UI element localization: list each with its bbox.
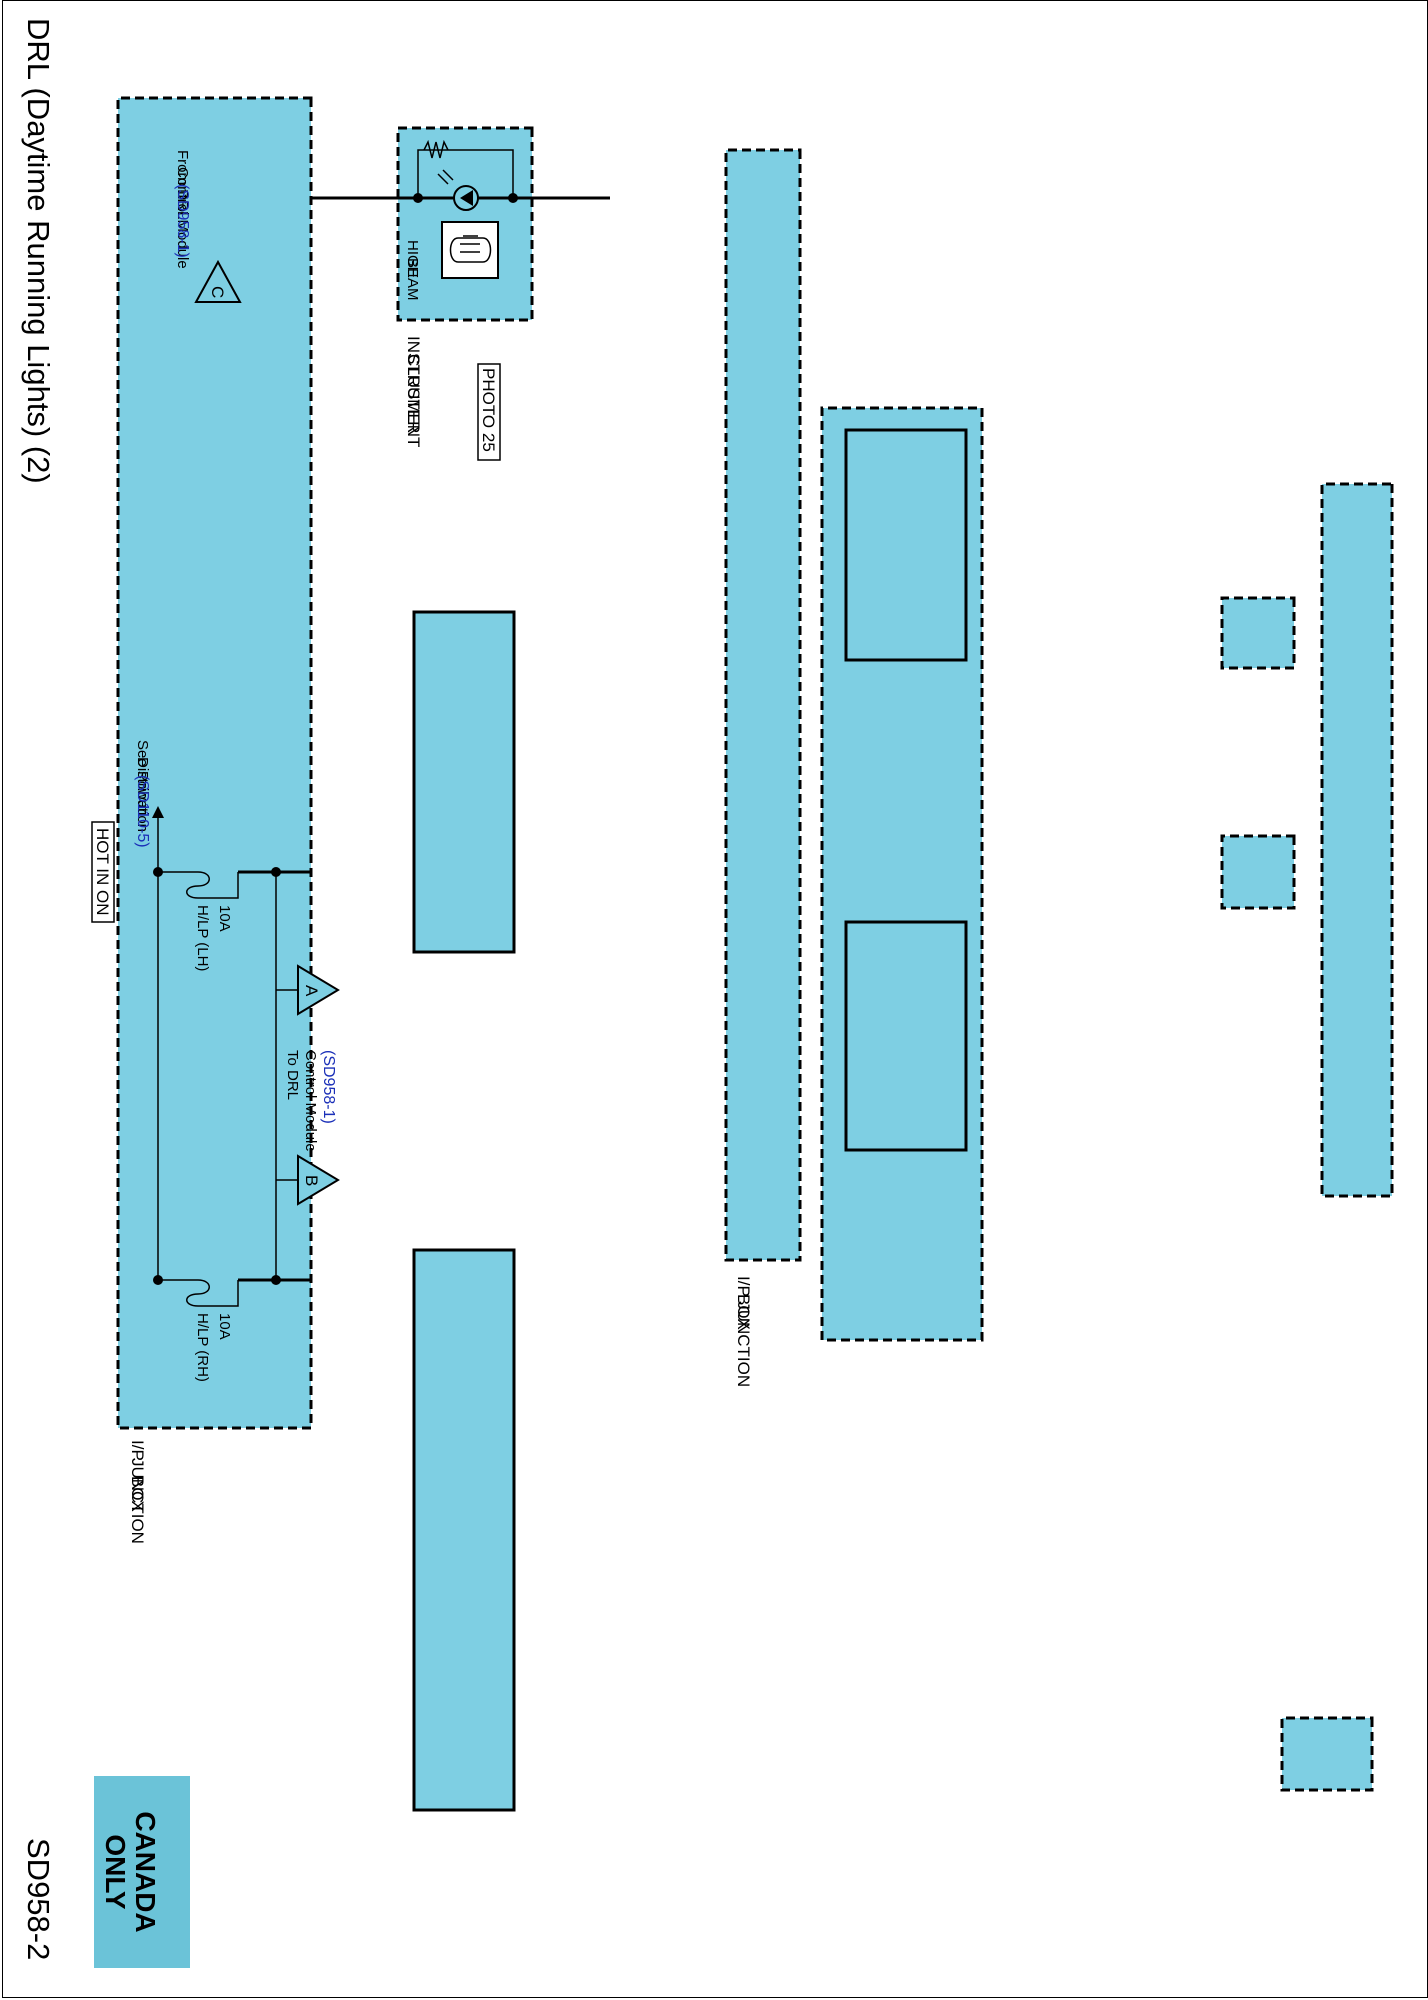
fuse-lh-name: H/LP (LH): [194, 905, 211, 971]
symbol-a: A: [302, 985, 321, 997]
power-distribution-ref: See Power Distribution (SD110-5): [134, 740, 151, 848]
svg-text:See Power: See Power: [134, 740, 151, 813]
canada-only-badge: [94, 1776, 190, 1968]
high-beam-icon: [441, 221, 499, 279]
resistor-icon: [423, 139, 449, 159]
high-beam-line-2: BEAM: [404, 258, 421, 301]
ip-junction-box-1: [116, 96, 313, 1430]
pcm-box: [1220, 834, 1296, 910]
svg-text:(SD958-1): (SD958-1): [174, 184, 191, 258]
hot-in-on-box: [91, 821, 115, 923]
multifunction-switch-box: [820, 406, 984, 1342]
high-beam-line-1: HIGH: [404, 240, 421, 278]
fuse-rh-name: H/LP (RH): [194, 1313, 211, 1382]
svg-text:Distribution: Distribution: [134, 757, 151, 832]
fuse-rh-icon: [158, 1279, 239, 1307]
cluster-resistor-path: [417, 149, 514, 198]
power-arrow-icon: [152, 806, 164, 818]
svg-text:BOX: BOX: [128, 1476, 147, 1512]
hot-in-on-label: HOT IN ON: [93, 828, 112, 916]
cluster-photo-box: [477, 363, 501, 461]
symbol-b: B: [302, 1175, 321, 1186]
light-switch-box: [844, 428, 968, 662]
svg-text:(SD958-1): (SD958-1): [320, 1050, 337, 1124]
ip-box-label: I/P JUNCTION BOX: [128, 1440, 147, 1544]
svg-text:Control Module: Control Module: [302, 1050, 319, 1152]
cluster-photo: PHOTO 25: [479, 368, 498, 452]
badge-line-2: ONLY: [100, 1834, 131, 1910]
svg-text:I/P: I/P: [128, 1440, 147, 1461]
svg-text:(SD110-5): (SD110-5): [134, 775, 151, 848]
head-lamp-rh-box: [412, 1248, 516, 1812]
to-drl-module-ab-label: To DRL Control Module (SD958-1): [284, 1050, 337, 1152]
svg-text:From DRL: From DRL: [174, 150, 191, 219]
svg-text:JUNCTION: JUNCTION: [128, 1458, 147, 1544]
high-beam-symbol: [449, 235, 492, 263]
svg-text:BOX: BOX: [734, 1294, 753, 1330]
ecm-box: [1220, 596, 1296, 670]
page-title: DRL (Daytime Running Lights) (2): [21, 18, 56, 484]
fuse-rh-rating: 10A: [216, 1313, 233, 1340]
symbol-c-icon: [194, 259, 242, 303]
ip-junction-box-2: [724, 148, 802, 1262]
page-code: SD958-2: [21, 1838, 56, 1960]
fuse-lh-icon: [158, 871, 239, 899]
joint-connector-box: [1320, 482, 1394, 1198]
svg-text:Control Module: Control Module: [174, 167, 191, 269]
symbol-b-icon: [297, 1154, 340, 1206]
svg-text:INSTRUMENT: INSTRUMENT: [404, 336, 423, 447]
svg-text:I/P JUNCTION: I/P JUNCTION: [734, 1276, 753, 1387]
ip-box-2-label: I/P JUNCTION BOX: [734, 1276, 753, 1387]
symbol-a-icon: [297, 964, 340, 1016]
dimmer-switch-box: [844, 920, 968, 1152]
fuse-lh-rating: 10A: [216, 905, 233, 932]
from-drl-module-label: From DRL Control Module (SD958-1): [174, 150, 191, 269]
module-taps: [276, 989, 298, 1181]
fog-switch-box: [1280, 1716, 1374, 1792]
symbol-c: C: [208, 286, 227, 298]
badge-line-1: CANADA: [130, 1811, 161, 1932]
svg-text:To DRL: To DRL: [284, 1050, 301, 1100]
cluster-label: INSTRUMENT CLUSTER: [404, 336, 423, 447]
svg-text:CLUSTER: CLUSTER: [404, 354, 423, 433]
head-lamp-lh-box: [412, 610, 516, 954]
led-rays-icon: [437, 169, 454, 185]
led-diode-icon: [460, 190, 473, 206]
